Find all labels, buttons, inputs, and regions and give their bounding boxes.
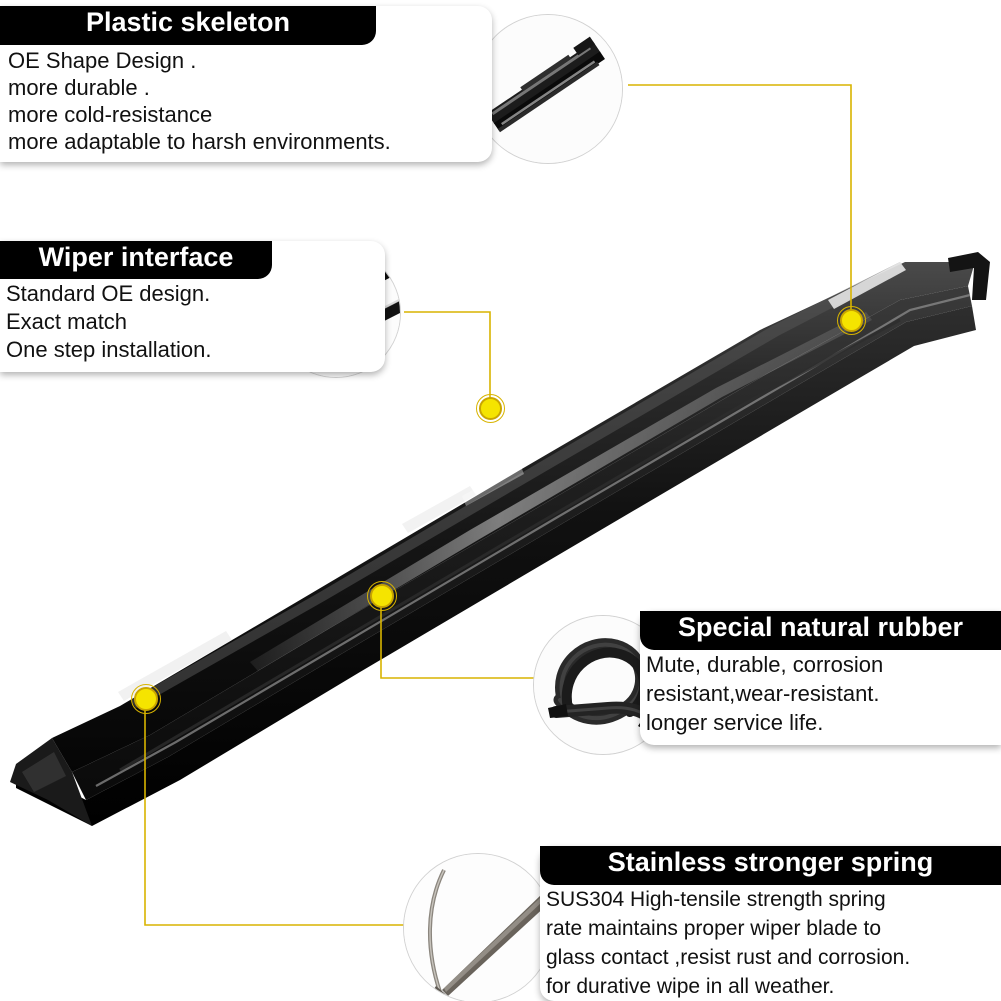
callout-special-natural-rubber: Special natural rubber Mute, durable, co… [640,611,1001,745]
callout-title: Special natural rubber [677,612,964,642]
callout-body-line: SUS304 High-tensile strength spring [546,888,886,911]
callout-title-banner: Stainless stronger spring [540,846,1001,885]
callout-body-line: Exact match [6,309,128,334]
callout-stainless-stronger-spring: Stainless stronger spring SUS304 High-te… [540,846,1001,1001]
callout-title: Plastic skeleton [85,7,291,37]
marker-wiper-interface[interactable] [476,394,505,423]
callout-body-line: Mute, durable, corrosion [646,652,884,677]
spring-steel-photo [403,853,553,1001]
callout-body-line: OE Shape Design . [8,48,197,73]
callout-body-line: longer service life. [646,710,824,735]
callout-body-line: One step installation. [6,337,212,362]
callout-body-line: glass contact ,resist rust and corrosion… [546,946,911,969]
callout-body-line: rate maintains proper wiper blade to [546,917,882,940]
callout-body-line: more adaptable to harsh environments. [8,129,391,154]
plastic-skeleton-photo [473,14,623,164]
callout-body-line: Standard OE design. [6,281,211,306]
callout-wiper-interface: Wiper interface Standard OE design. Exact… [0,241,385,372]
callout-title-banner: Wiper interface [0,241,272,279]
callout-body: Mute, durable, corrosion resistant,wear-r… [640,650,1001,741]
callout-title: Stainless stronger spring [607,847,934,877]
callout-title-banner: Plastic skeleton [0,6,376,45]
callout-body-line: more cold-resistance [8,102,213,127]
callout-body: OE Shape Design .more durable .more cold… [0,45,492,158]
callout-title: Wiper interface [38,242,234,272]
callout-body-line: for durative wipe in all weather. [546,975,835,998]
marker-natural-rubber[interactable] [367,581,397,611]
callout-title-banner: Special natural rubber [640,611,1001,650]
callout-body-line: more durable . [8,75,150,100]
callout-body: SUS304 High-tensile strength spring rate … [540,885,1001,1001]
callout-plastic-skeleton: Plastic skeleton OE Shape Design .more d… [0,6,492,162]
marker-plastic-skeleton[interactable] [837,306,866,335]
callout-body-line: resistant,wear-resistant. [646,681,880,706]
marker-stainless-spring[interactable] [131,684,161,714]
